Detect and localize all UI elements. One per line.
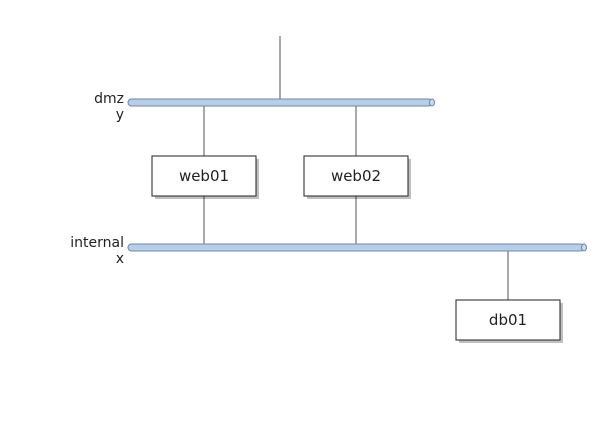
network-bus-internal [127, 243, 587, 252]
node-db01[interactable]: db01 [455, 299, 563, 343]
network-name-dmz: dmz [94, 91, 124, 107]
network-address-internal: x [116, 251, 124, 267]
node-label-web01: web01 [179, 167, 229, 185]
node-web02[interactable]: web02 [303, 155, 411, 199]
node-label-db01: db01 [489, 311, 527, 329]
network-name-internal: internal [70, 235, 124, 251]
node-web01[interactable]: web01 [151, 155, 259, 199]
node-label-web02: web02 [331, 167, 381, 185]
network-bus-dmz [127, 98, 435, 107]
network-address-dmz: y [116, 107, 124, 123]
